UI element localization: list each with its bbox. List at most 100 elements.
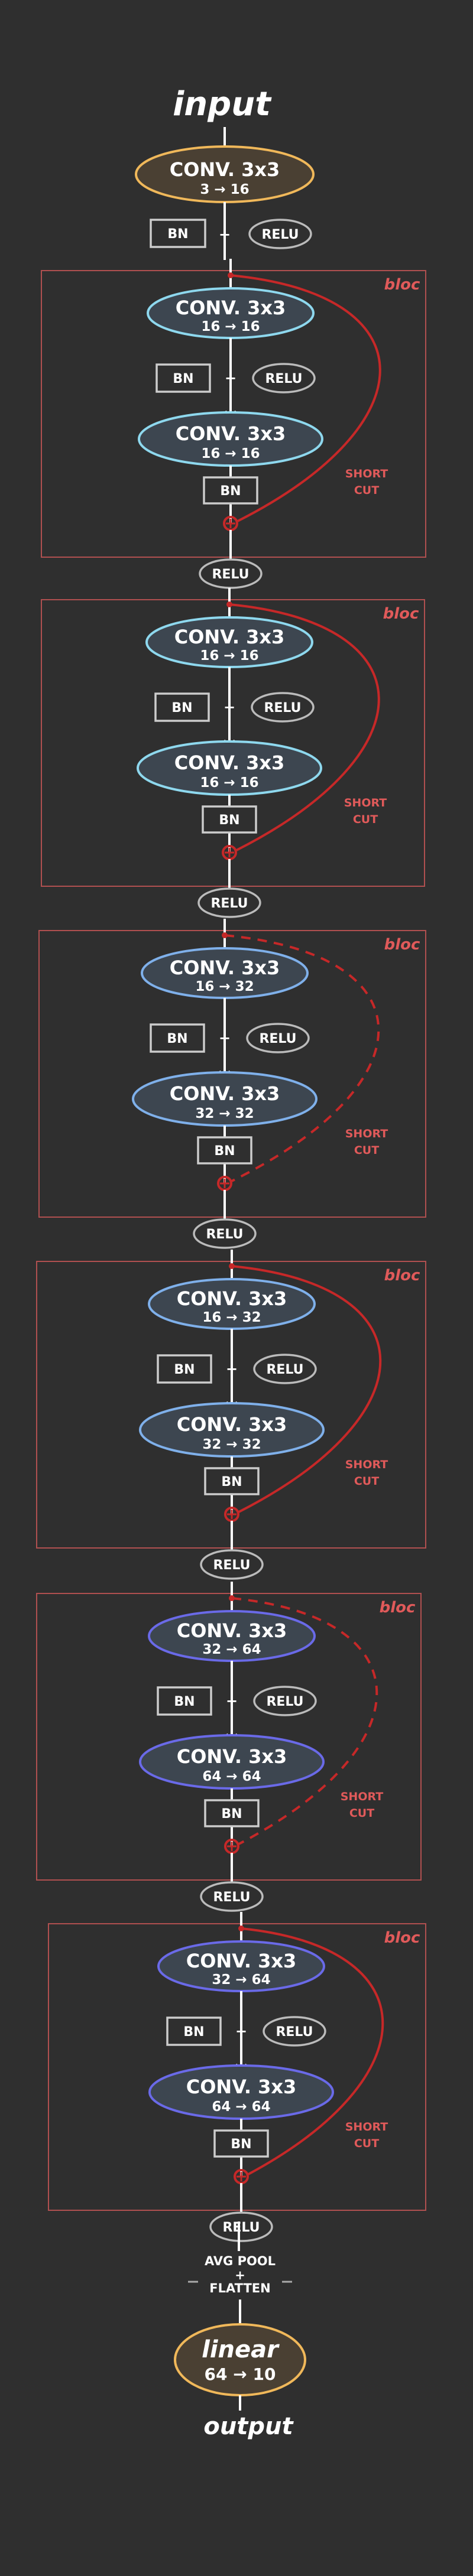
bn2-label: BN xyxy=(214,1144,235,1159)
shortcut-label-line2: CUT xyxy=(354,484,379,497)
shortcut-curve xyxy=(231,1597,378,1845)
bn1-label: BN xyxy=(173,372,193,386)
shortcut-label-line2: CUT xyxy=(353,813,378,826)
stem-relu-label: RELU xyxy=(261,227,299,242)
block-label: bloc xyxy=(384,936,420,954)
conv2-label: CONV. 3x3 xyxy=(176,422,286,445)
shortcut-start xyxy=(226,601,232,607)
bn2-label: BN xyxy=(220,484,241,499)
relu-out-label: RELU xyxy=(212,567,249,582)
relu-out-label: RELU xyxy=(222,2220,260,2235)
relu-out-label: RELU xyxy=(213,1558,250,1573)
bn1-label: BN xyxy=(167,1032,187,1046)
conv1-channels: 16 → 16 xyxy=(201,319,260,334)
conv1-channels: 16 → 32 xyxy=(195,979,254,994)
bn1-label: BN xyxy=(171,701,192,715)
relu1-ellipse xyxy=(253,1354,317,1384)
block-border xyxy=(41,270,426,558)
shortcut-curve xyxy=(231,1265,382,1513)
conv2-channels: 64 → 64 xyxy=(202,1769,261,1784)
relu1-label: RELU xyxy=(266,1362,303,1377)
conv1-label: CONV. 3x3 xyxy=(177,1619,287,1642)
bn1-label: BN xyxy=(183,2025,204,2040)
stem-conv-label: CONV. 3x3 xyxy=(170,158,280,181)
bn1-label: BN xyxy=(174,1362,195,1377)
block-label: bloc xyxy=(380,1599,416,1616)
bn2-label: BN xyxy=(231,2137,251,2152)
shortcut-start xyxy=(222,932,228,938)
bn2-box xyxy=(213,2129,269,2158)
conv2-channels: 32 → 32 xyxy=(202,1437,261,1452)
relu-out-ellipse xyxy=(197,887,261,918)
conv2-channels: 16 → 16 xyxy=(200,775,258,791)
conv2-label: CONV. 3x3 xyxy=(186,2076,297,2098)
stem-conv-channels: 3 → 16 xyxy=(200,182,249,197)
bn2-label: BN xyxy=(221,1475,242,1489)
block-border xyxy=(36,1593,422,1881)
plus-sign: + xyxy=(226,1693,238,1709)
relu1-ellipse xyxy=(263,2016,326,2047)
conv1-channels: 32 → 64 xyxy=(202,1642,261,1657)
pool-line2: + xyxy=(235,2268,245,2282)
conv1-channels: 32 → 64 xyxy=(212,1972,270,1988)
conv1-label: CONV. 3x3 xyxy=(170,957,280,979)
shortcut-label-line2: CUT xyxy=(354,1144,379,1157)
shortcut-start xyxy=(229,1263,235,1269)
conv2-label: CONV. 3x3 xyxy=(170,1082,280,1105)
pool-line1: AVG POOL xyxy=(205,2254,276,2268)
bn1-box xyxy=(157,1686,212,1716)
bn2-label: BN xyxy=(221,1807,242,1822)
shortcut-label-line1: SHORT xyxy=(341,1790,384,1803)
shortcut-start xyxy=(229,1595,235,1601)
block-border xyxy=(38,930,426,1218)
relu1-ellipse xyxy=(251,692,315,723)
linear-label: linear xyxy=(202,2336,280,2363)
bn1-label: BN xyxy=(174,1694,195,1709)
conv2-label: CONV. 3x3 xyxy=(174,752,285,774)
relu-out-ellipse xyxy=(200,1881,264,1912)
output-label: output xyxy=(203,2413,294,2440)
relu1-ellipse xyxy=(253,1686,317,1716)
stem-plus: + xyxy=(219,226,231,243)
bn1-box xyxy=(157,1354,212,1384)
pool-flatten: AVG POOL + FLATTEN xyxy=(188,2254,292,2295)
conv2-channels: 32 → 32 xyxy=(195,1106,254,1121)
pool-line3: FLATTEN xyxy=(209,2281,270,2295)
conv1-label: CONV. 3x3 xyxy=(186,1950,297,1972)
plus-sign: + xyxy=(225,370,237,386)
conv2-label: CONV. 3x3 xyxy=(177,1745,287,1768)
conv1-channels: 16 → 16 xyxy=(200,648,258,663)
block-label: bloc xyxy=(384,1929,420,1947)
conv2-label: CONV. 3x3 xyxy=(177,1413,287,1436)
conv1-label: CONV. 3x3 xyxy=(177,1287,287,1310)
stem-bn-label: BN xyxy=(167,227,188,242)
conv2-channels: 16 → 16 xyxy=(201,446,260,461)
bn1-box xyxy=(155,363,211,393)
conv2-channels: 64 → 64 xyxy=(212,2099,270,2115)
bn1-box xyxy=(150,1023,205,1053)
shortcut-label-line2: CUT xyxy=(354,1475,379,1488)
plus-sign: + xyxy=(223,699,235,715)
bn1-box xyxy=(166,2016,222,2046)
block-label: bloc xyxy=(383,605,419,623)
stem-bn: BN xyxy=(150,219,206,248)
relu1-label: RELU xyxy=(264,701,301,715)
merge-plus xyxy=(237,2172,246,2181)
relu-out-label: RELU xyxy=(210,896,248,911)
linear-layer: linear 64 → 10 xyxy=(174,2323,306,2396)
merge-plus xyxy=(227,1510,237,1519)
shortcut-curve xyxy=(241,1927,384,2175)
relu1-label: RELU xyxy=(266,1694,303,1709)
plus-sign: + xyxy=(219,1030,231,1046)
relu1-label: RELU xyxy=(265,372,302,386)
merge-plus xyxy=(227,1842,237,1851)
block-label: bloc xyxy=(384,276,420,294)
relu-out-ellipse xyxy=(193,1218,257,1249)
stem-bn-box xyxy=(150,219,206,248)
